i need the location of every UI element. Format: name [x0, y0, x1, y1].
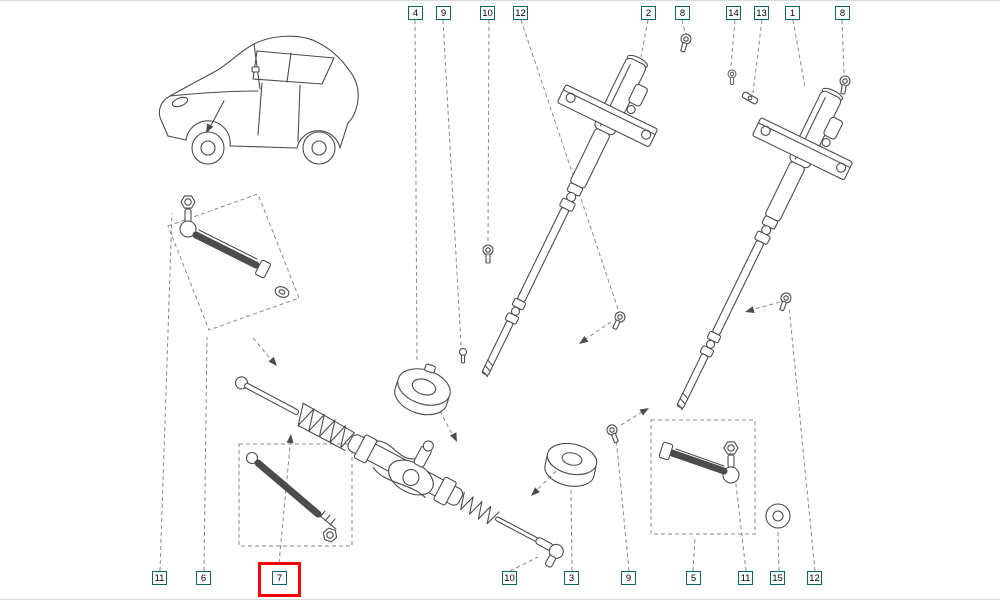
leader-arrowheads [268, 306, 755, 496]
boot-grommet [394, 363, 451, 416]
callout-1[interactable]: 1 [785, 6, 800, 20]
nut-icon [723, 441, 739, 455]
bushing [765, 503, 791, 529]
callout-9b[interactable]: 9 [621, 571, 636, 585]
tie-rod-end-left [179, 195, 290, 298]
callout-9[interactable]: 9 [436, 6, 451, 20]
callout-10b[interactable]: 10 [502, 571, 517, 585]
bolt-icon [482, 244, 494, 264]
highlight-box [258, 562, 301, 597]
inner-tie-rod-box [238, 443, 353, 547]
callout-3[interactable]: 3 [564, 571, 579, 585]
callout-2[interactable]: 2 [641, 6, 656, 20]
callout-10[interactable]: 10 [480, 6, 495, 20]
clamp-icon [741, 91, 759, 105]
bolt-icon [677, 32, 693, 54]
callout-4[interactable]: 4 [408, 6, 423, 20]
callout-14[interactable]: 14 [726, 6, 741, 20]
callout-8[interactable]: 8 [675, 6, 690, 20]
nut-icon [180, 195, 196, 209]
tie-rod-end-left-box [167, 193, 300, 331]
callout-5[interactable]: 5 [686, 571, 701, 585]
tie-rod-end-right-box [650, 419, 756, 535]
callout-8b[interactable]: 8 [835, 6, 850, 20]
callout-12b[interactable]: 12 [807, 571, 822, 585]
callout-7[interactable]: 7 [272, 571, 287, 585]
fasteners [458, 32, 852, 445]
steering-column-left [435, 33, 683, 397]
callout-11b[interactable]: 11 [738, 571, 753, 585]
screw-icon [458, 347, 468, 364]
callout-15[interactable]: 15 [770, 571, 785, 585]
bolt-icon [727, 69, 737, 85]
mount-grommet [544, 442, 598, 487]
steering-rack [234, 376, 564, 568]
car-illustration [158, 35, 359, 165]
steering-column-right [630, 66, 878, 430]
callout-12[interactable]: 12 [513, 6, 528, 20]
part-group-boxes [167, 193, 756, 547]
tie-rod-end-right [658, 441, 740, 484]
bolt-icon [837, 74, 852, 96]
bolt-icon [605, 423, 622, 445]
bolt-icon [609, 309, 628, 332]
callout-11[interactable]: 11 [152, 571, 167, 585]
leader-lines [159, 19, 845, 572]
inner-tie-rod [245, 451, 340, 544]
callout-13[interactable]: 13 [754, 6, 769, 20]
callout-6[interactable]: 6 [196, 571, 211, 585]
